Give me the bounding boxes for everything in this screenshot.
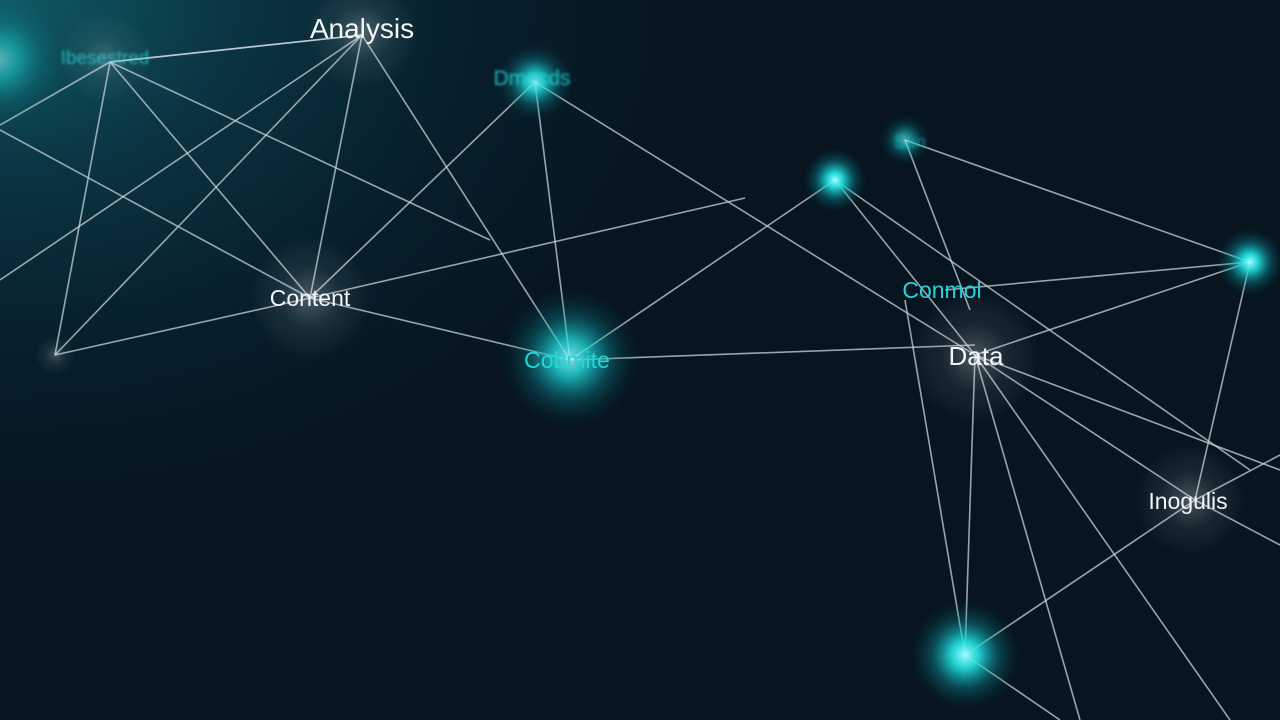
edge	[944, 261, 1251, 291]
soft-node	[250, 238, 370, 358]
label-create: Cobmite	[524, 347, 610, 373]
edge	[109, 61, 491, 241]
label-analysis: Analysis	[310, 13, 414, 44]
label-content: Content	[270, 285, 351, 311]
soft-node	[1135, 445, 1245, 555]
label-dynamic: Dmecds	[493, 67, 570, 90]
edge	[974, 354, 1231, 720]
glow-node	[0, 0, 70, 130]
label-data: Data	[949, 341, 1004, 371]
edge	[0, 34, 363, 281]
label-control: Conmol	[902, 277, 981, 303]
soft-node	[910, 292, 1040, 422]
label-sun: Sun	[894, 132, 926, 152]
soft-node	[35, 335, 75, 375]
label-insights: Inogulis	[1148, 488, 1227, 514]
soft-node	[60, 13, 150, 103]
edge	[834, 179, 1251, 471]
edge	[534, 81, 976, 356]
edge	[309, 197, 746, 299]
soft-node	[307, 0, 417, 88]
edge	[54, 34, 363, 356]
label-interested: Ibesestred	[61, 48, 150, 69]
edge	[54, 61, 111, 356]
edges	[0, 34, 1280, 720]
glow-node	[1216, 228, 1280, 296]
labels: Analysis Ibesestred Dmecds Content Cobmi…	[61, 13, 1228, 514]
glow-node	[879, 114, 931, 166]
edge	[904, 139, 1251, 263]
glow-node	[910, 600, 1020, 710]
glow-node	[497, 44, 573, 120]
edge	[904, 139, 971, 311]
glow-node	[500, 288, 640, 428]
glow-node	[803, 148, 867, 212]
